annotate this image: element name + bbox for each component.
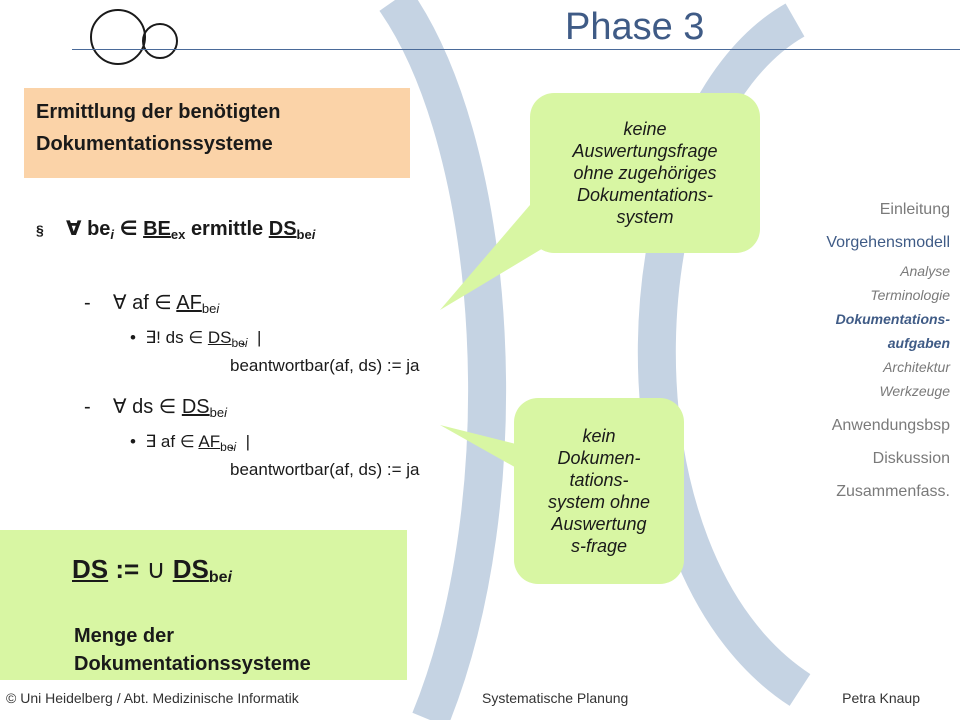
- nav-item-diskussion[interactable]: Diskussion: [872, 450, 950, 467]
- section-heading-line1: Ermittlung der benötigten: [36, 101, 281, 123]
- footer-copyright: © Uni Heidelberg / Abt. Medizinische Inf…: [6, 690, 299, 706]
- callout-bubble-bottom: kein Dokumen- tations- system ohne Auswe…: [514, 398, 684, 584]
- element-of-symbol: ∈: [119, 218, 138, 240]
- section-heading: Ermittlung der benötigten Dokumentations…: [36, 96, 406, 160]
- footer-presentation-title: Systematische Planung: [482, 690, 629, 706]
- union-symbol: ∪: [146, 554, 166, 584]
- nav-item-zusammenfassung[interactable]: Zusammenfass.: [836, 483, 950, 500]
- forall-symbol: ∀: [112, 396, 127, 418]
- header-divider: [72, 49, 960, 50]
- callout-bubble-top: keine Auswertungsfrage ohne zugehöriges …: [530, 93, 760, 253]
- nav-item-vorgehensmodell[interactable]: Vorgehensmodell: [826, 234, 950, 251]
- result-box: DS := ∪ DSbei Menge der Dokumentationssy…: [0, 530, 407, 680]
- formula-sub2-condition: beantwortbar(af, ds) := ja: [230, 460, 420, 479]
- nav-item-einleitung[interactable]: Einleitung: [879, 201, 950, 218]
- formula-sub2: - ∀ ds ∈ DSbei: [84, 396, 227, 420]
- nav-item-anwendungsbsp[interactable]: Anwendungsbsp: [831, 417, 950, 434]
- formula-sub1: - ∀ af ∈ AFbei: [84, 292, 220, 316]
- element-of-symbol: ∈: [154, 292, 172, 314]
- formula-sub2-bullet: • ∃ af ∈ AFbei |: [130, 432, 251, 454]
- nav-item-analyse[interactable]: Analyse: [900, 263, 950, 279]
- element-of-symbol: ∈: [188, 328, 204, 347]
- nav-item-architektur[interactable]: Architektur: [883, 359, 950, 375]
- formula-sub1-bullet: • ∃! ds ∈ DSbei |: [130, 328, 262, 350]
- nav-item-dokumentationsaufgaben-line1[interactable]: Dokumentations-: [835, 311, 950, 327]
- section-heading-line2: Dokumentationssysteme: [36, 133, 273, 155]
- result-formula: DS := ∪ DSbei: [72, 554, 232, 586]
- nav-item-dokumentationsaufgaben-line2[interactable]: aufgaben: [887, 335, 950, 351]
- element-of-symbol: ∈: [158, 396, 177, 418]
- nav-item-werkzeuge[interactable]: Werkzeuge: [879, 383, 950, 399]
- element-of-symbol: ∈: [179, 432, 195, 451]
- forall-symbol: ∀: [66, 218, 82, 240]
- forall-symbol: ∀: [112, 292, 127, 314]
- result-description: Menge der Dokumentationssysteme: [74, 625, 311, 675]
- page-title: Phase 3: [565, 6, 705, 48]
- bullet-marker: §: [36, 222, 44, 238]
- exists-symbol: ∃: [145, 432, 157, 451]
- section-heading-box: Ermittlung der benötigten Dokumentations…: [24, 88, 410, 178]
- main-formula: § ∀ bei ∈ BEex ermittle DSbei: [36, 218, 316, 242]
- nav-item-terminologie[interactable]: Terminologie: [870, 287, 950, 303]
- exists-unique-symbol: ∃!: [145, 328, 161, 347]
- formula-sub1-condition: beantwortbar(af, ds) := ja: [230, 356, 420, 375]
- footer-author: Petra Knaup: [842, 690, 920, 706]
